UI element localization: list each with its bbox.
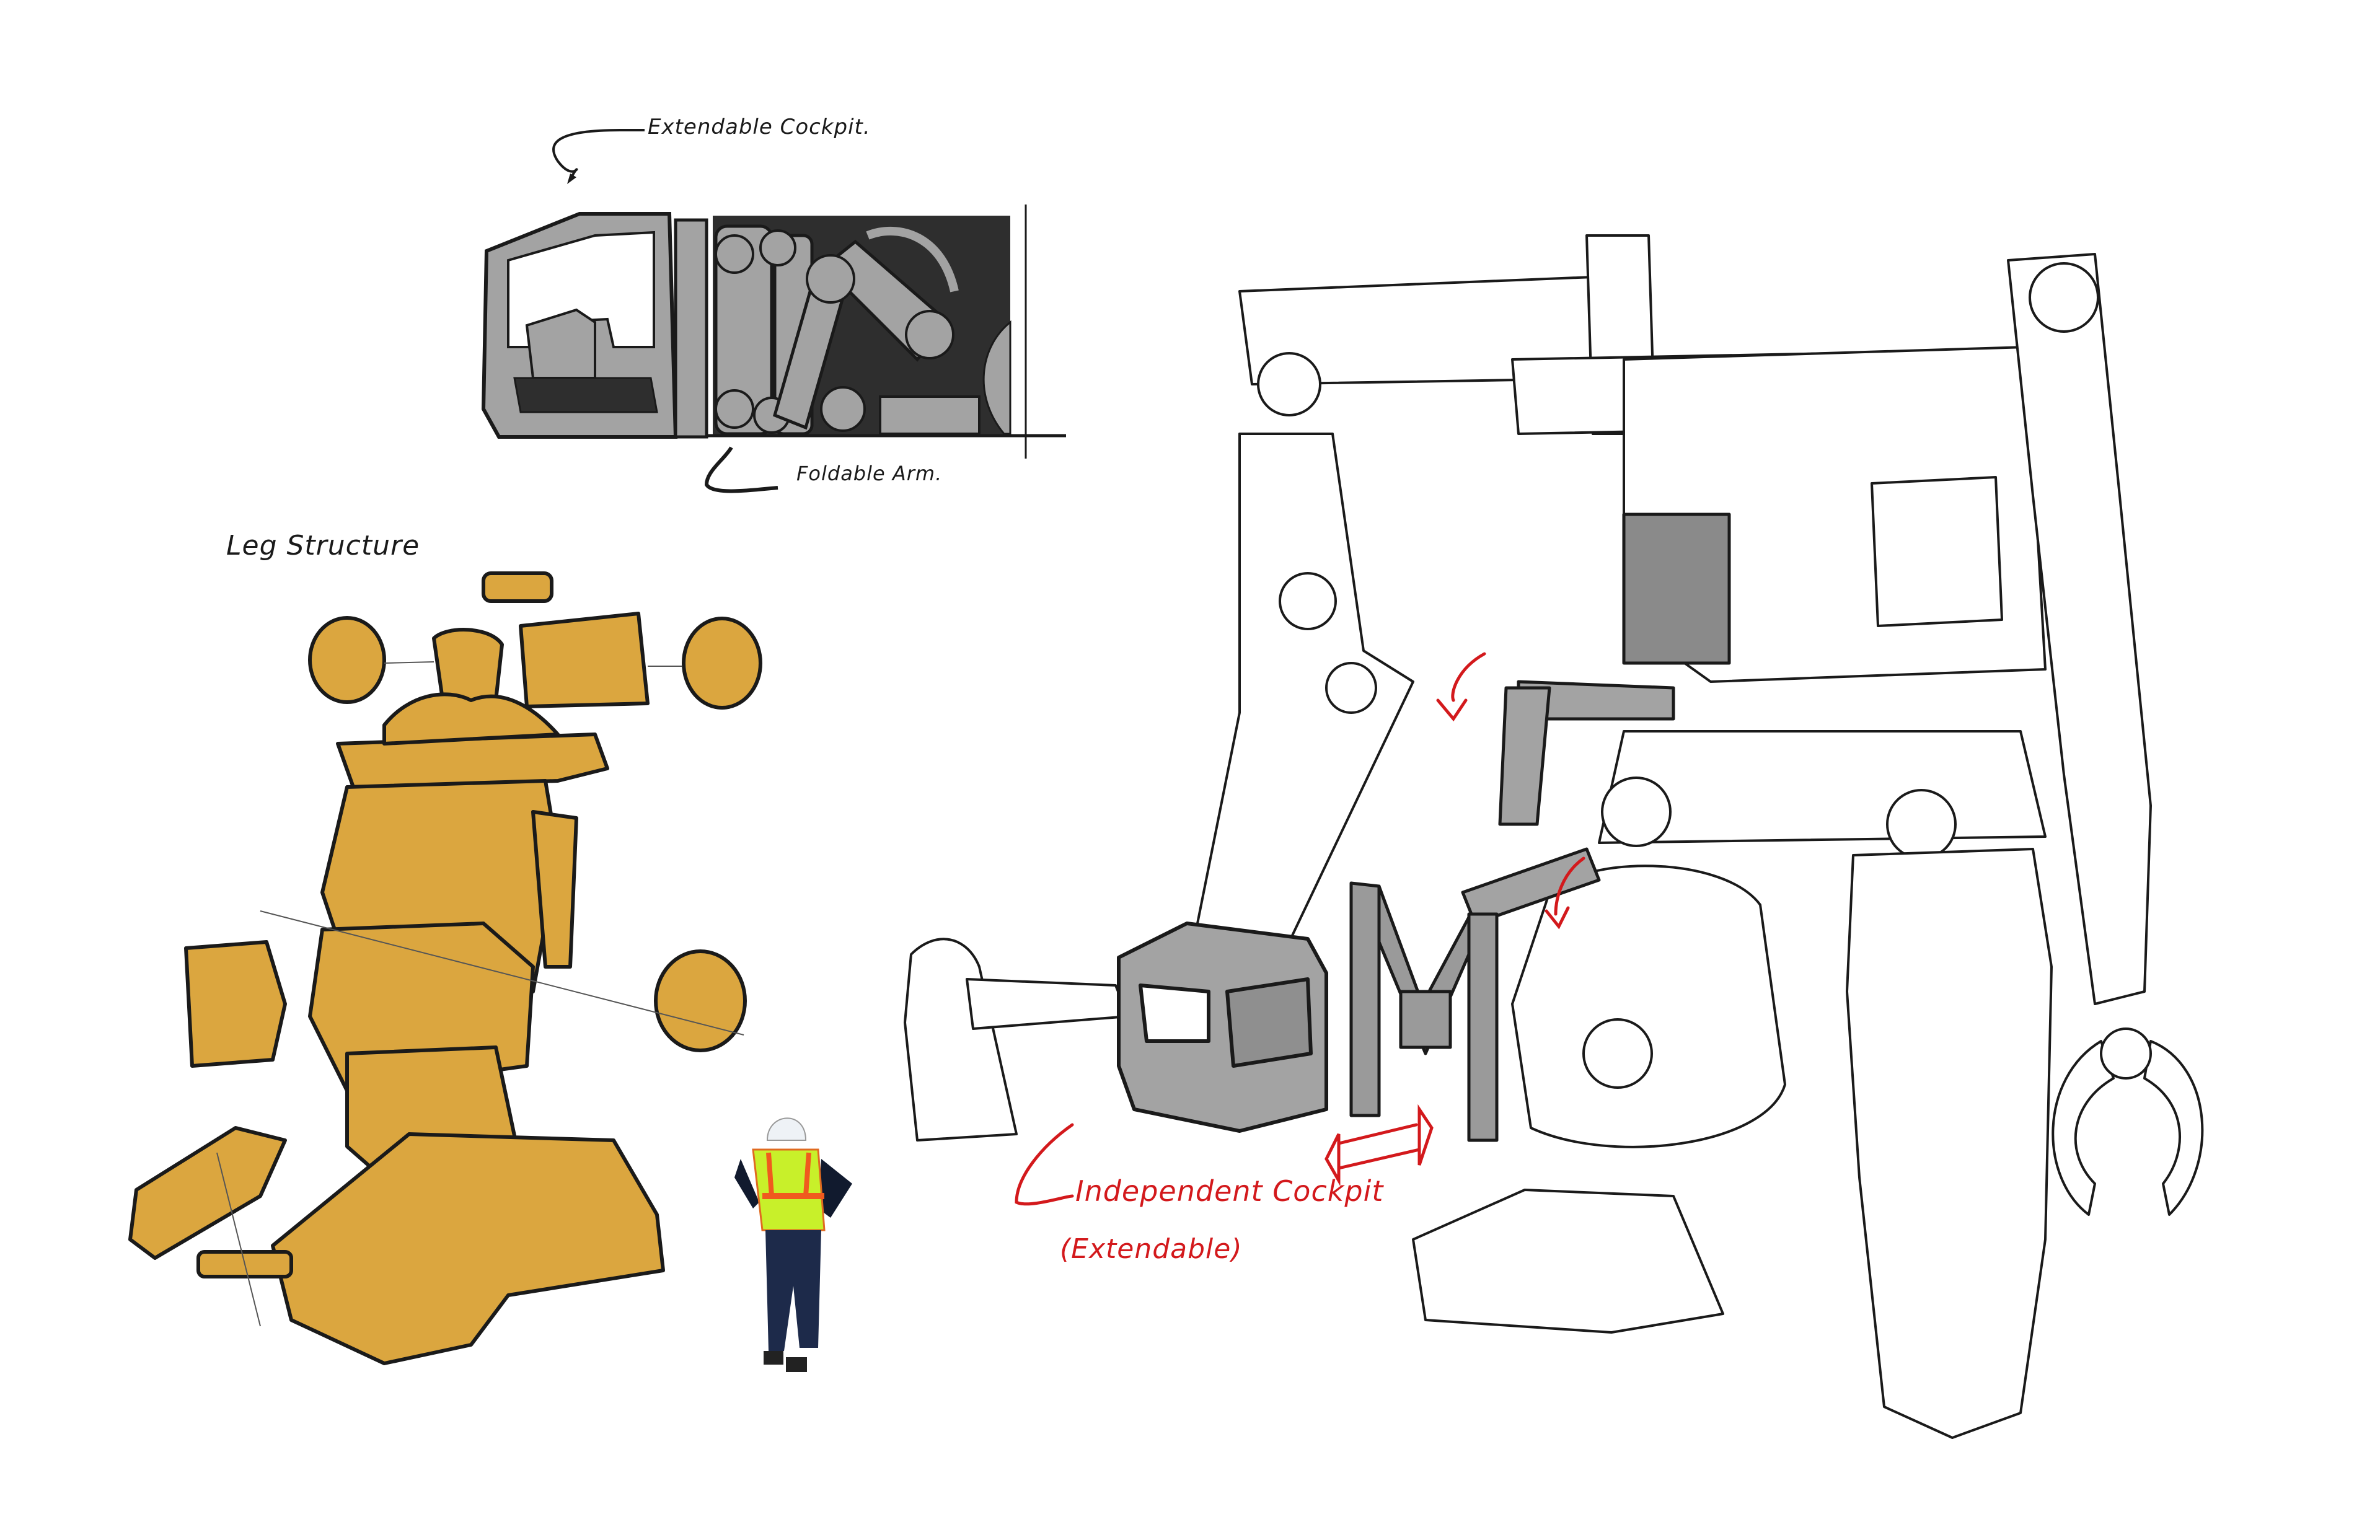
cockpit-mount-frame xyxy=(1349,881,1499,1142)
annotation-foldable-arm: Foldable Arm. xyxy=(796,462,943,485)
leader-arrow-icon xyxy=(1015,1123,1074,1206)
rotate-arrow-icon xyxy=(1451,652,1486,702)
leader-arrow-icon xyxy=(704,446,778,493)
double-arrow-icon xyxy=(1324,1133,1341,1187)
annotation-leg-structure: Leg Structure xyxy=(226,530,420,561)
red-motion-arrows xyxy=(1015,652,1585,1206)
hard-hat-icon xyxy=(766,1117,807,1141)
leader-arrow-icon xyxy=(552,129,620,180)
independent-cockpit xyxy=(1117,922,1328,1133)
annotation-independent-cockpit-sub: (Extendable) xyxy=(1060,1233,1243,1265)
foldable-arm xyxy=(1461,513,1731,925)
annotation-extendable-cockpit: Extendable Cockpit. xyxy=(648,115,871,139)
rotate-arrow-icon xyxy=(1554,856,1585,916)
annotation-independent-cockpit: Independent Cockpit xyxy=(1075,1174,1384,1208)
